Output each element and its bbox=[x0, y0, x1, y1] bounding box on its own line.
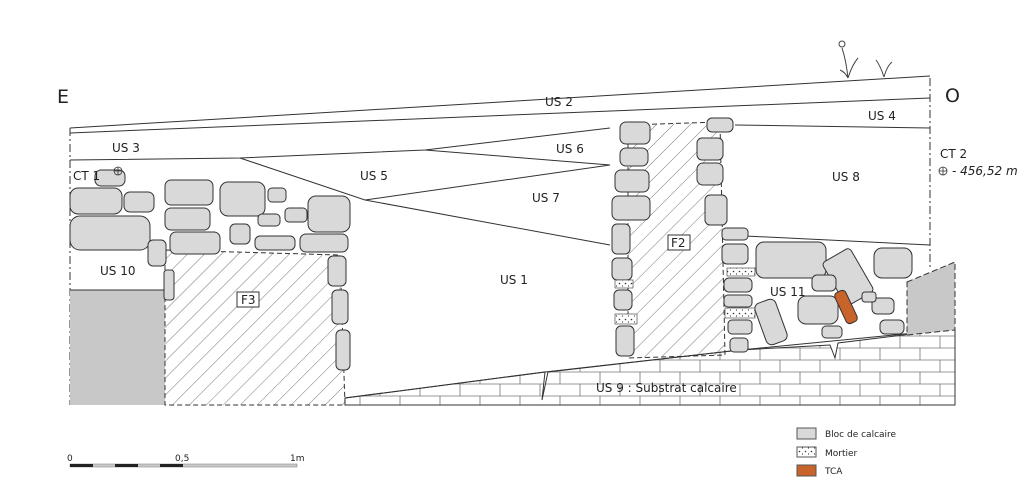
label-f3: F3 bbox=[241, 293, 256, 307]
orientation-east: E bbox=[57, 86, 69, 108]
label-us11: US 11 bbox=[770, 285, 805, 299]
label-ct2: CT 2 bbox=[940, 147, 967, 161]
label-us1: US 1 bbox=[500, 273, 528, 287]
scale-tick-label: 0 bbox=[67, 454, 73, 464]
legend-label: Mortier bbox=[825, 449, 858, 459]
label-us8: US 8 bbox=[832, 170, 860, 184]
legend-label: TCA bbox=[824, 467, 843, 477]
mortar-patches bbox=[614, 267, 756, 325]
tca-fragment bbox=[834, 289, 858, 325]
label-us4: US 4 bbox=[868, 109, 896, 123]
label-ct1: CT 1 bbox=[73, 169, 100, 183]
left-gray-block bbox=[70, 290, 165, 405]
legend-swatch-tca bbox=[796, 464, 817, 477]
surface-line bbox=[69, 75, 931, 129]
orientation-west: O bbox=[945, 85, 960, 107]
label-ct2-altitude: - 456,52 m bbox=[952, 164, 1018, 178]
label-us2: US 2 bbox=[545, 95, 573, 109]
right-gray-block bbox=[906, 261, 956, 336]
legend: Bloc de calcaire Mortier TCA bbox=[796, 427, 897, 477]
legend-swatch-mortar bbox=[796, 446, 817, 458]
scale-bar: 0 0,5 1m bbox=[67, 454, 305, 468]
label-us5: US 5 bbox=[360, 169, 388, 183]
label-f2: F2 bbox=[671, 236, 686, 250]
datum-icon bbox=[938, 166, 948, 176]
label-us10: US 10 bbox=[100, 264, 135, 278]
label-us9: US 9 : Substrat calcaire bbox=[596, 381, 737, 395]
label-us6: US 6 bbox=[556, 142, 584, 156]
limestone-blocks bbox=[69, 117, 913, 371]
plant-icon bbox=[838, 40, 893, 79]
feature-f3 bbox=[164, 249, 346, 406]
legend-label: Bloc de calcaire bbox=[825, 430, 897, 440]
datum-icon bbox=[113, 166, 123, 176]
scale-tick-label: 0,5 bbox=[175, 454, 189, 464]
label-us7: US 7 bbox=[532, 191, 560, 205]
legend-swatch-stone bbox=[796, 427, 817, 440]
label-us3: US 3 bbox=[112, 141, 140, 155]
scale-tick-label: 1m bbox=[290, 454, 305, 464]
